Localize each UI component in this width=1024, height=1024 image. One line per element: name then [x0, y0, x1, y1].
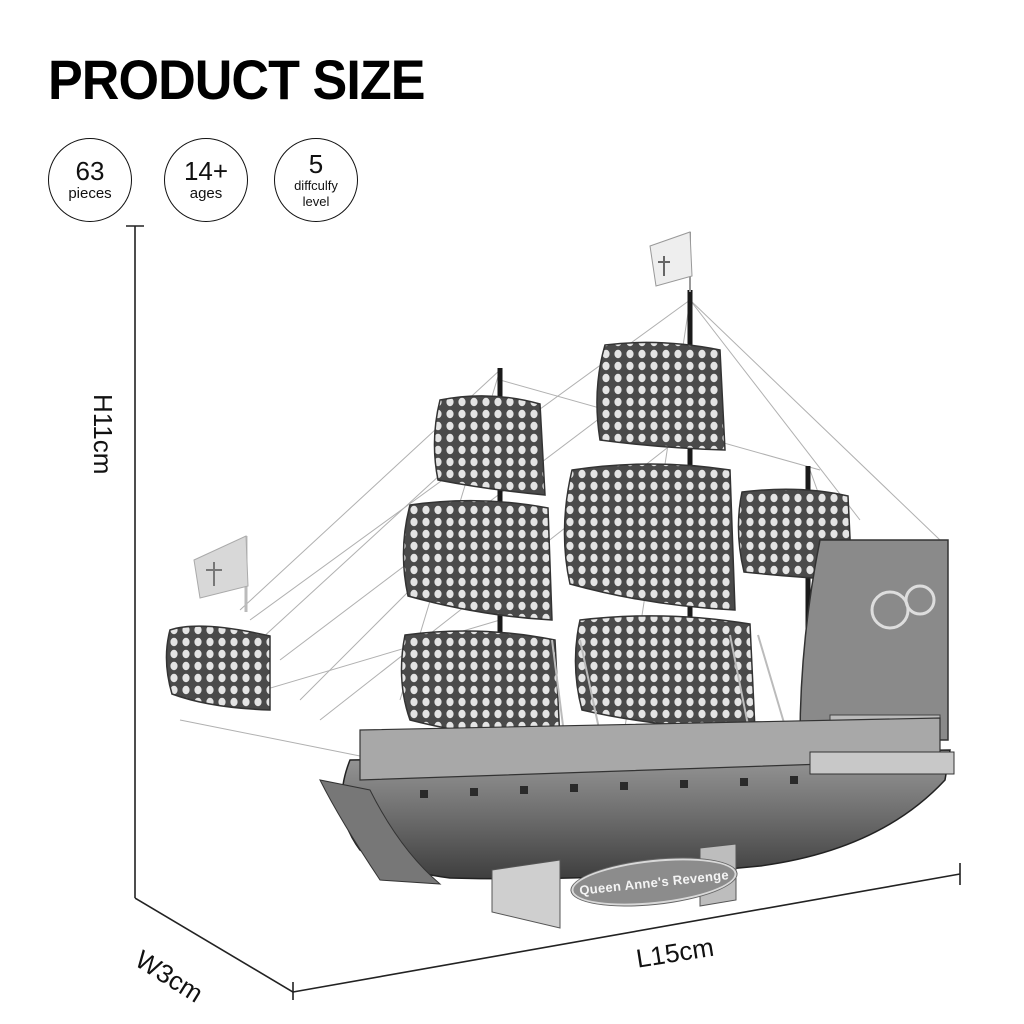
stern-castle — [799, 539, 949, 741]
difficulty-value: 5 — [308, 149, 324, 180]
ship-name: Queen Anne's Revenge — [578, 866, 730, 898]
difficulty-label-1: diffculfy — [294, 178, 338, 194]
pieces-count: 63 — [75, 156, 105, 187]
sails — [165, 341, 853, 741]
badge-ages: 14+ ages — [164, 138, 248, 222]
flag-bow — [193, 535, 249, 612]
ages-value: 14+ — [183, 156, 229, 187]
badge-pieces: 63 pieces — [48, 138, 132, 222]
flag-top — [649, 231, 693, 292]
pieces-label: pieces — [68, 185, 112, 203]
difficulty-label-2: level — [302, 194, 330, 209]
hull — [319, 717, 955, 885]
badge-difficulty: 5 diffculfy level — [274, 138, 358, 222]
page-title: PRODUCT SIZE — [48, 48, 426, 111]
ages-label: ages — [189, 185, 223, 203]
